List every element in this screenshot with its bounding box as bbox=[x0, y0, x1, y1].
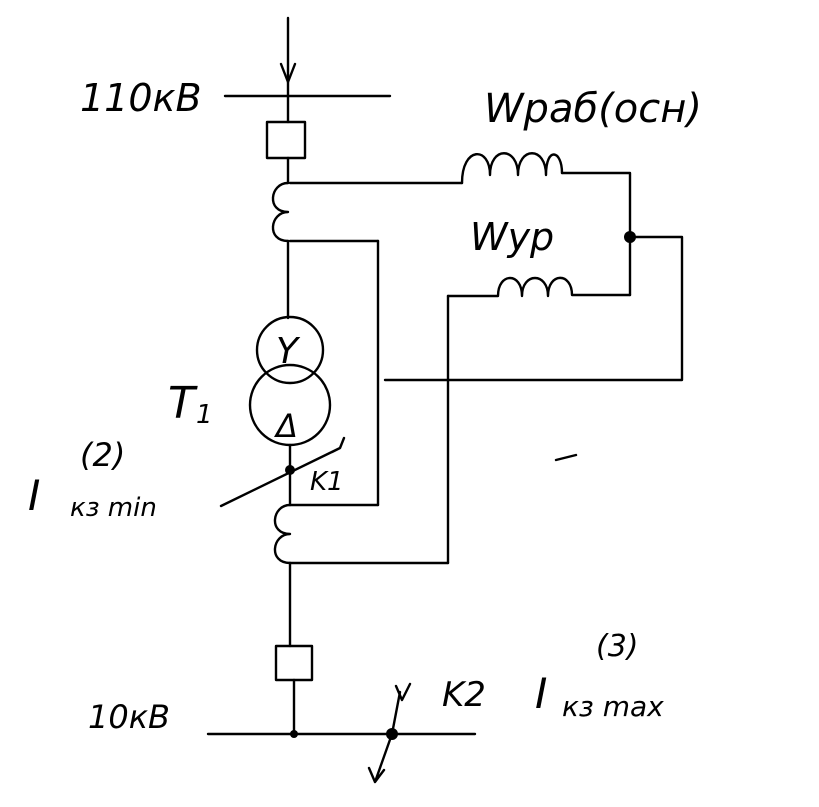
current-min-symbol: I bbox=[28, 471, 40, 520]
fault-k2-arrow-icon bbox=[367, 690, 402, 784]
hv-current-transformer-coil bbox=[271, 181, 290, 243]
coil-wur-label: Wур bbox=[470, 215, 554, 259]
hv-voltage-label: 110кВ bbox=[80, 76, 202, 120]
current-max-subscript: кз max bbox=[562, 690, 664, 723]
fault-k1-label: K1 bbox=[310, 467, 344, 497]
hv-breaker bbox=[265, 120, 307, 160]
lv-current-transformer-coil bbox=[273, 503, 292, 565]
coil-wrab-label: Wраб(осн) bbox=[484, 86, 702, 132]
current-min-superscript: (2) bbox=[80, 436, 125, 474]
transformer-label: T bbox=[168, 378, 198, 429]
fault-k1-arrow-icon bbox=[219, 436, 346, 508]
wire-wrab-to-node bbox=[560, 171, 632, 239]
fault-k2-label: K2 bbox=[442, 675, 486, 715]
wire-node-to-right bbox=[383, 235, 684, 382]
transformer-label-subscript: 1 bbox=[196, 400, 213, 430]
fault-k2-mark-icon bbox=[394, 682, 412, 702]
current-max-superscript: (3) bbox=[596, 629, 639, 664]
lv-voltage-label: 10кВ bbox=[88, 698, 170, 736]
lv-breaker bbox=[274, 644, 314, 682]
lv-bus-node bbox=[290, 730, 298, 738]
hv-incoming-arrow-icon bbox=[279, 62, 297, 84]
transformer-primary-circle bbox=[255, 315, 325, 385]
coil-wur bbox=[446, 276, 632, 298]
transformer-secondary-winding-label: Δ bbox=[273, 407, 298, 445]
transformer-primary-winding-label: Y bbox=[276, 331, 301, 372]
current-max-symbol: I bbox=[535, 669, 547, 718]
current-min-subscript: кз min bbox=[70, 493, 157, 523]
stray-mark bbox=[554, 453, 578, 462]
coil-wrab bbox=[460, 152, 564, 185]
